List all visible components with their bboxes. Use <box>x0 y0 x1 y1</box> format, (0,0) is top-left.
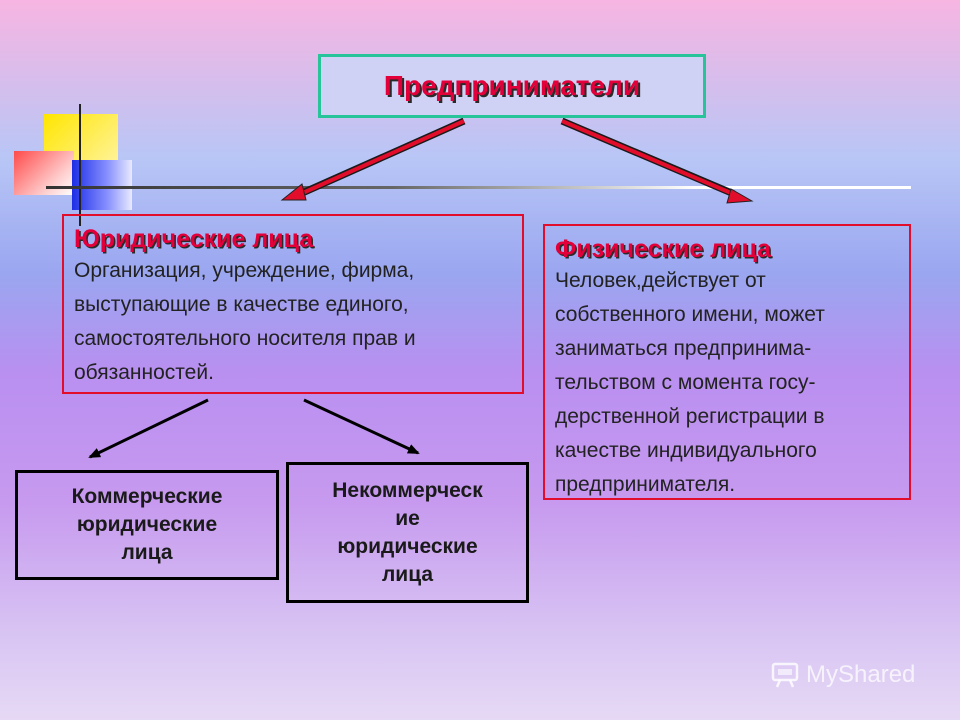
noncommercial-line: юридические <box>332 533 482 561</box>
watermark: MyShared <box>770 658 930 692</box>
physical-persons-heading: Физические лица <box>555 234 899 264</box>
arrow-to-physical <box>562 121 752 203</box>
physical-persons-box: Физические лица Человек,действует от соб… <box>543 224 911 500</box>
legal-line: самостоятельного носителя прав и <box>74 322 512 356</box>
physical-persons-description: Человек,действует от собственного имени,… <box>555 264 899 502</box>
arrow-to-noncommercial <box>304 400 418 453</box>
commercial-line: лица <box>72 539 223 567</box>
arrow-to-legal <box>282 121 464 200</box>
myshared-logo-icon <box>770 661 800 689</box>
noncommercial-line: Некоммерческ <box>332 477 482 505</box>
legal-line: выступающие в качестве единого, <box>74 288 512 322</box>
legal-entities-description: Организация, учреждение, фирма, выступаю… <box>74 254 512 390</box>
legal-entities-box: Юридические лица Организация, учреждение… <box>62 214 524 394</box>
physical-line: Человек,действует от <box>555 264 899 298</box>
watermark-text: MyShared <box>806 661 915 689</box>
physical-line: дерственной регистрации в <box>555 400 899 434</box>
physical-line: тельством с момента госу- <box>555 366 899 400</box>
noncommercial-line: ие <box>332 505 482 533</box>
commercial-entities-box: Коммерческие юридические лица <box>15 470 279 580</box>
arrow-to-commercial <box>90 400 208 457</box>
legal-line: Организация, учреждение, фирма, <box>74 254 512 288</box>
physical-line: качестве индивидуального <box>555 434 899 468</box>
legal-entities-heading: Юридические лица <box>74 224 512 254</box>
legal-line: обязанностей. <box>74 356 512 390</box>
physical-line: заниматься предпринима- <box>555 332 899 366</box>
commercial-line: юридические <box>72 511 223 539</box>
title-box: Предприниматели <box>318 54 706 118</box>
physical-line: предпринимателя. <box>555 468 899 502</box>
commercial-line: Коммерческие <box>72 483 223 511</box>
page-title: Предприниматели <box>384 70 640 102</box>
noncommercial-entities-box: Некоммерческ ие юридические лица <box>286 462 529 603</box>
physical-line: собственного имени, может <box>555 298 899 332</box>
noncommercial-line: лица <box>332 561 482 589</box>
